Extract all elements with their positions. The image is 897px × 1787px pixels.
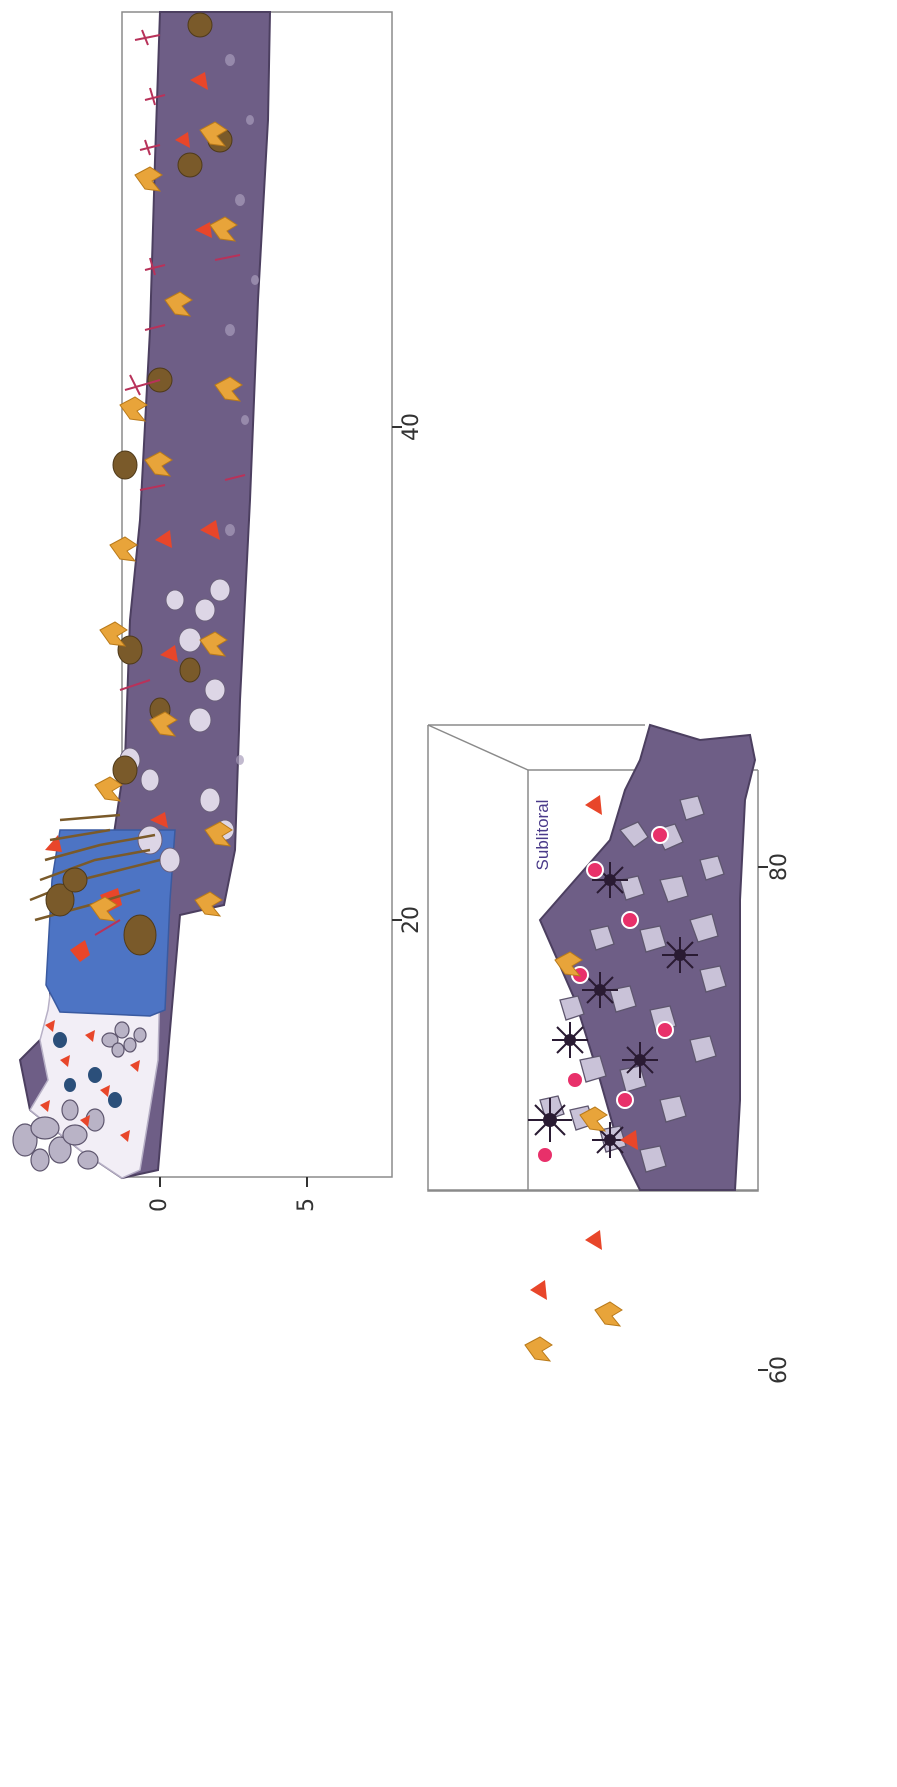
lower-x-tick-80: 80	[767, 853, 792, 881]
upper-x-tick-20: 20	[399, 906, 424, 934]
lower-x-axis-ticks	[758, 867, 768, 1370]
zone-label-sublitoral: Sublitoral	[533, 800, 552, 871]
upper-x-tick-40: 40	[399, 413, 424, 441]
lower-x-tick-60: 60	[767, 1356, 792, 1384]
upper-y-axis-ticks	[160, 1177, 307, 1187]
upper-y-tick-5: 5	[294, 1198, 319, 1212]
upper-y-tick-0: 0	[147, 1198, 172, 1212]
lower-transect-panel: Sublitoral	[428, 725, 768, 1370]
upper-transect-panel	[13, 12, 402, 1187]
upper-x-axis-ticks	[392, 427, 402, 920]
